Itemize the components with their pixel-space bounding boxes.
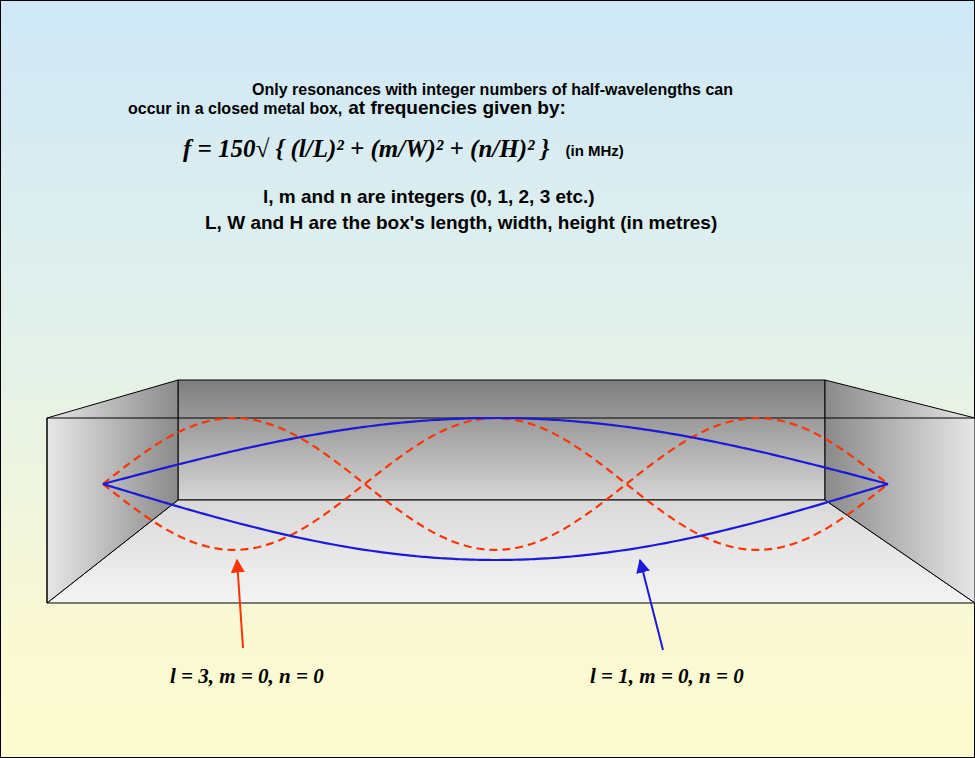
mode-3-wave [103, 418, 888, 550]
note-text: L, W and H are the box's length, width, … [205, 212, 717, 235]
unit-note: (in MHz) [565, 142, 623, 160]
mode-1-wave [103, 418, 888, 484]
formula: f = 150√ { (l/L)² + (m/W)² + (n/H)² } [183, 134, 549, 164]
mode-label: l = 3, m = 0, n = 0 [170, 664, 324, 689]
leader-arrow [640, 560, 663, 650]
back-wall [178, 380, 825, 500]
box-walls [47, 380, 975, 603]
mode-3-wave [103, 418, 888, 550]
front-left-edge [47, 418, 48, 603]
left-wall [47, 380, 178, 603]
standing-waves [103, 418, 888, 560]
floor [47, 500, 975, 603]
leader-arrow [237, 560, 243, 648]
mode-1-wave [103, 484, 888, 560]
note-text: l, m and n are integers (0, 1, 2, 3 etc.… [263, 186, 595, 209]
heading-text: at frequencies given by: [348, 97, 566, 120]
mode-label: l = 1, m = 0, n = 0 [590, 664, 744, 689]
right-wall [825, 380, 975, 603]
